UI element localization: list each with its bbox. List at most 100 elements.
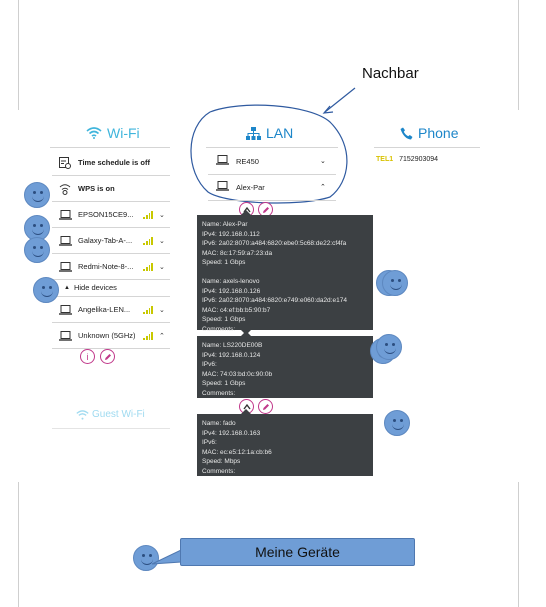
time-schedule-row[interactable]: Time schedule is off: [52, 150, 170, 176]
pencil-icon: [104, 353, 111, 360]
column-divider: [50, 147, 170, 148]
guest-wifi-toggle[interactable]: Guest Wi-Fi: [76, 409, 145, 420]
wifi-device-row[interactable]: Galaxy-Tab-A-... ⌄: [52, 228, 170, 254]
hidden-device-row[interactable]: Angelika-LEN... ⌄: [52, 297, 170, 323]
smiley-annotation: [376, 334, 402, 360]
tooltip-arrow: [241, 409, 251, 414]
lan-device-name: RE450: [236, 156, 259, 166]
lan-device-name: Alex-Par: [236, 182, 265, 192]
left-margin-line-bottom: [18, 482, 19, 607]
laptop-icon: [216, 181, 230, 193]
column-divider: [374, 147, 480, 148]
wifi-device-row[interactable]: Redmi-Note-8-... ⌄: [52, 254, 170, 280]
phone-number: 7152903094: [399, 156, 439, 163]
laptop-icon: [58, 261, 72, 273]
lan-device-row[interactable]: Alex-Par ⌃: [208, 174, 336, 201]
right-margin-line: [518, 0, 519, 110]
lan-device-row[interactable]: RE450 ⌄: [208, 148, 336, 175]
meine-geraete-callout: Meine Geräte: [180, 538, 415, 566]
device-details-popup: Name: Alex-Par IPv4: 192.168.0.112 IPv6:…: [197, 215, 373, 333]
annotation-drawing: [190, 87, 356, 204]
detail-line: MAC: 74:03:bd:0c:90:0b: [202, 370, 273, 378]
detail-line: MAC: c4:ef:bb:b5:90:b7: [202, 306, 271, 314]
lan-column-title[interactable]: LAN: [246, 125, 293, 141]
row-divider: [52, 428, 170, 429]
signal-strength-icon: [143, 210, 153, 219]
tooltip-arrow: [241, 210, 251, 215]
chevron-down-icon[interactable]: ⌄: [159, 237, 165, 245]
smiley-annotation: [382, 270, 408, 296]
guest-wifi-label: Guest Wi-Fi: [92, 409, 145, 420]
wifi-device-name: Redmi-Note-8-...: [78, 262, 134, 271]
wifi-title-label: Wi-Fi: [107, 125, 140, 141]
wps-icon: [58, 183, 72, 195]
detail-line: Name: Alex-Par: [202, 221, 248, 228]
laptop-icon: [58, 304, 72, 316]
laptop-icon: [58, 209, 72, 221]
phone-column-title[interactable]: Phone: [400, 125, 458, 141]
network-icon: [246, 126, 261, 140]
detail-line: IPv6: 2a02:8070:a484:6820:ebe0:5c68:de22…: [202, 240, 347, 248]
hide-devices-toggle[interactable]: ▲ Hide devices: [64, 283, 117, 292]
info-button[interactable]: i: [80, 349, 95, 364]
detail-line: IPv4: 192.168.0.124: [202, 351, 261, 359]
laptop-icon: [58, 235, 72, 247]
wifi-icon: [76, 409, 89, 420]
detail-line: Speed: 1 Gbps: [202, 380, 246, 388]
row-divider: [52, 296, 170, 297]
smiley-annotation: [133, 545, 159, 571]
detail-line: Speed: Mbps: [202, 458, 241, 466]
chevron-down-icon[interactable]: ⌄: [159, 263, 165, 271]
signal-strength-icon: [143, 331, 153, 340]
phone-title-label: Phone: [418, 125, 459, 141]
wifi-device-name: EPSON15CE9...: [78, 210, 134, 219]
chevron-up-icon: [242, 403, 251, 409]
chevron-down-icon[interactable]: ⌄: [159, 306, 165, 314]
hidden-device-row[interactable]: Unknown (5GHz) ⌃: [52, 323, 170, 349]
pencil-icon: [262, 403, 269, 410]
phone-line-row[interactable]: TEL1 7152903094: [376, 156, 438, 163]
device-details-popup: Name: fado IPv4: 192.168.0.163 IPv6: MAC…: [197, 414, 373, 476]
detail-line: IPv6: 2a02:8070:a484:6820:e749:e060:da2d…: [202, 297, 347, 305]
signal-strength-icon: [143, 305, 153, 314]
smiley-annotation: [384, 410, 410, 436]
device-details-popup: Name: LS220DE00B IPv4: 192.168.0.124 IPv…: [197, 336, 373, 398]
chevron-down-icon[interactable]: ⌄: [159, 211, 165, 219]
detail-line: IPv4: 192.168.0.112: [202, 230, 260, 238]
wifi-icon: [86, 127, 102, 139]
wifi-device-name: Unknown (5GHz): [78, 331, 136, 340]
left-margin-line: [18, 0, 19, 110]
wps-row[interactable]: WPS is on: [52, 176, 170, 202]
detail-line: IPv6:: [202, 361, 217, 369]
detail-line: Name: LS220DE00B: [202, 342, 263, 349]
detail-line: Name: fado: [202, 420, 236, 427]
detail-line: Comments:: [202, 325, 236, 333]
triangle-up-icon: ▲: [64, 284, 70, 291]
detail-line: MAC: 8c:17:59:a7:23:da: [202, 249, 273, 257]
wps-label: WPS is on: [78, 184, 115, 193]
tooltip-arrow: [241, 331, 251, 336]
phone-line-tag: TEL1: [376, 156, 394, 163]
detail-line: Name: axels-lenovo: [202, 277, 260, 285]
laptop-icon: [58, 330, 72, 342]
wifi-device-row[interactable]: EPSON15CE9... ⌄: [52, 202, 170, 228]
right-margin-line-bottom: [518, 482, 519, 607]
detail-line: Speed: 1 Gbps: [202, 259, 246, 267]
detail-line: Comments:: [202, 389, 236, 397]
smiley-annotation: [24, 215, 50, 241]
edit-button[interactable]: [100, 349, 115, 364]
chevron-up-icon[interactable]: ⌃: [159, 332, 165, 340]
edit-button[interactable]: [258, 399, 273, 414]
chevron-up-icon[interactable]: ⌃: [320, 184, 326, 191]
detail-line: IPv4: 192.168.0.126: [202, 287, 261, 295]
signal-strength-icon: [143, 262, 153, 271]
detail-line: IPv6:: [202, 439, 217, 447]
signal-strength-icon: [143, 236, 153, 245]
wifi-column-title[interactable]: Wi-Fi: [86, 125, 140, 141]
column-divider: [206, 147, 338, 148]
laptop-icon: [216, 155, 230, 167]
callout-pointer: [151, 549, 182, 565]
chevron-down-icon[interactable]: ⌄: [320, 158, 326, 165]
phone-icon: [400, 127, 413, 139]
wifi-device-name: Galaxy-Tab-A-...: [78, 236, 133, 245]
